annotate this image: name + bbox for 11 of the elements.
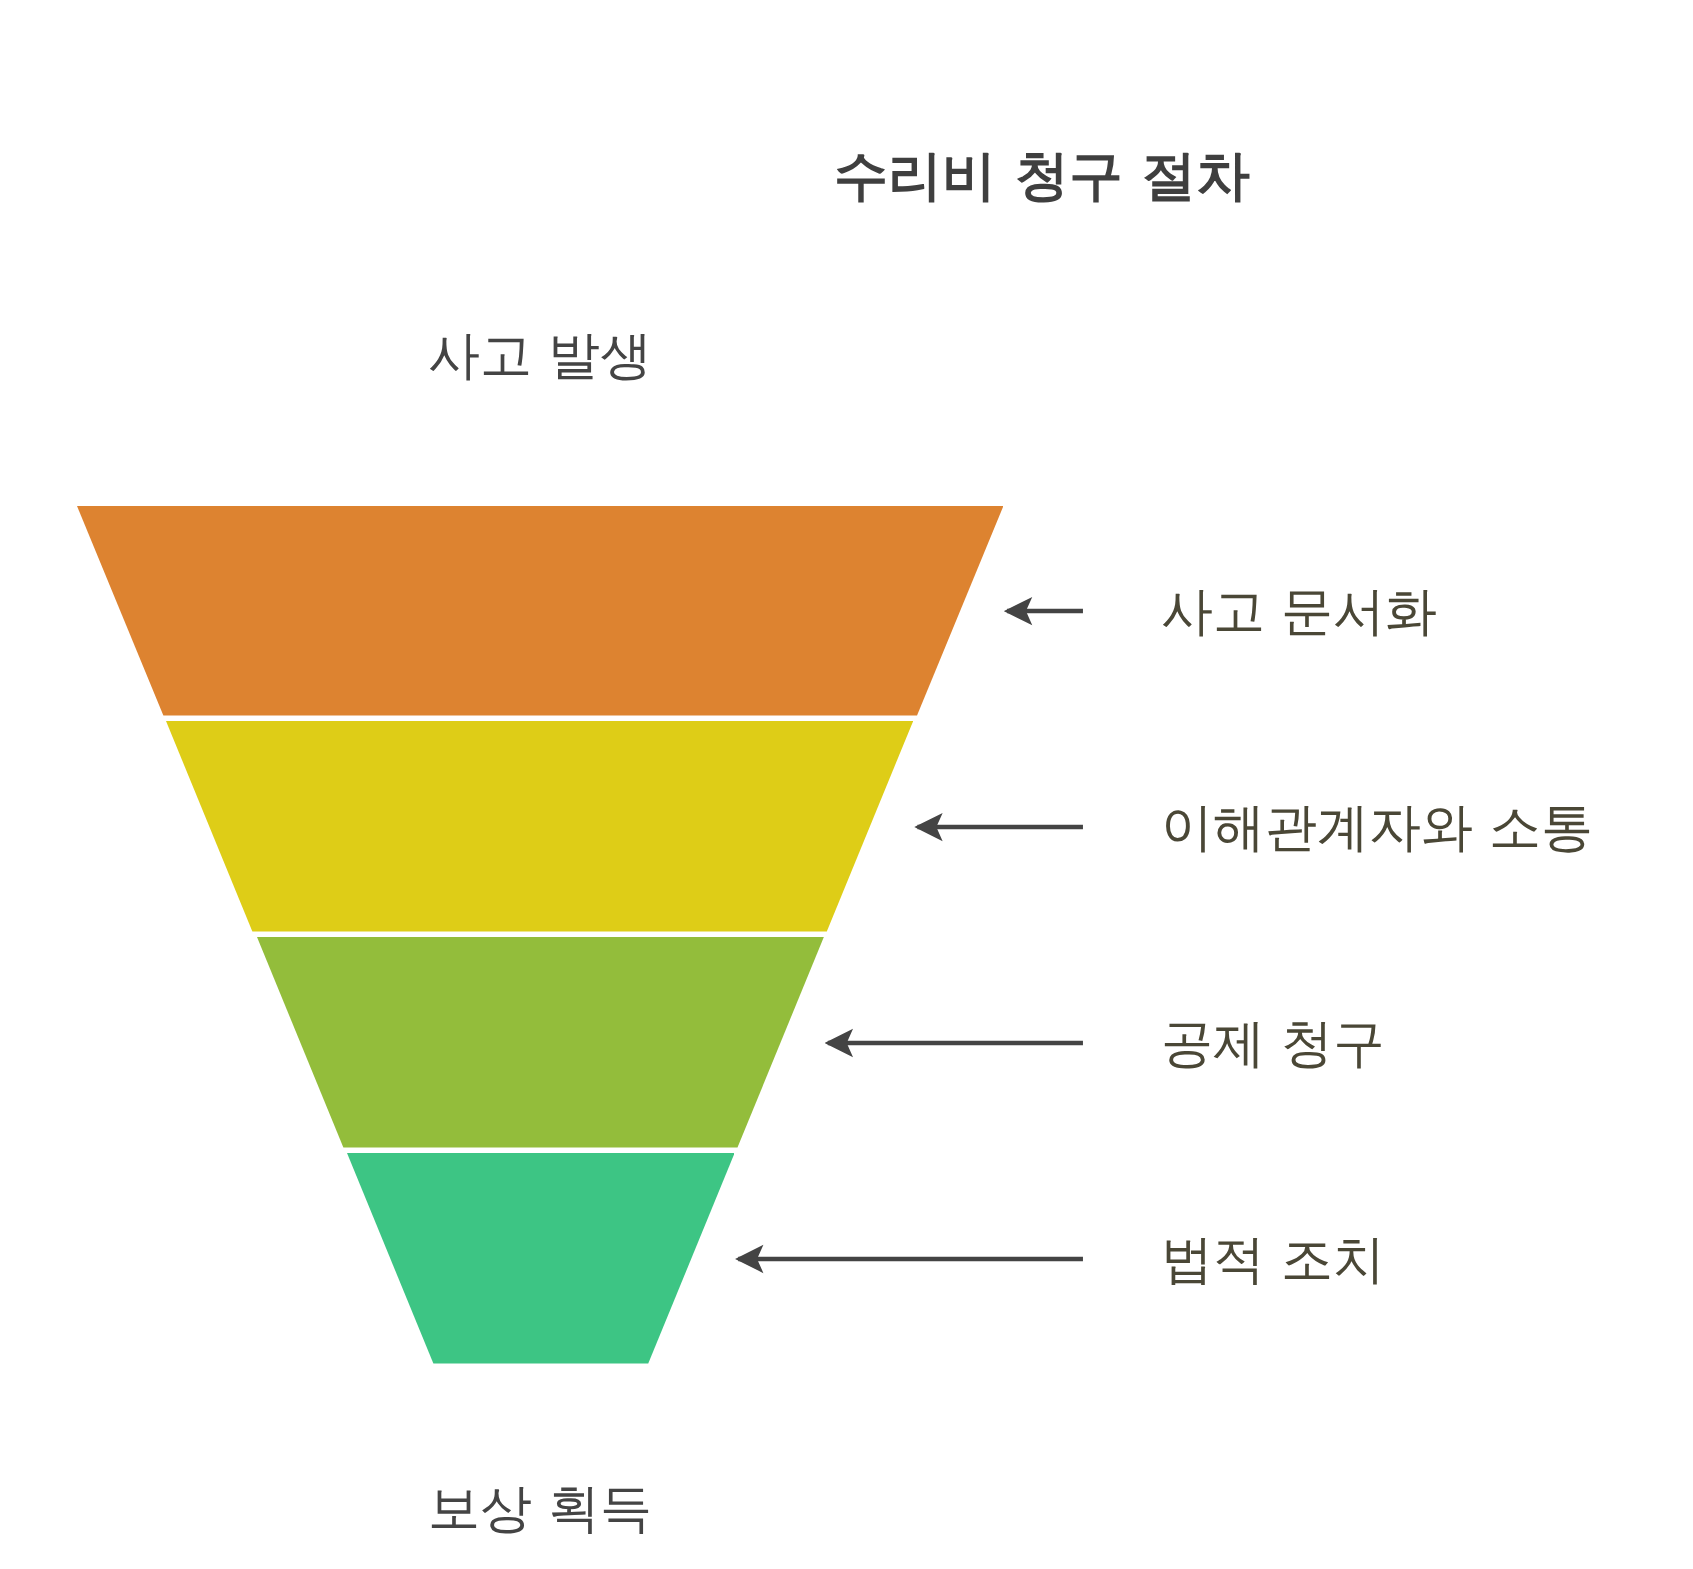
step-label: 법적 조치 [1082,1227,1386,1291]
step-label: 공제 청구 [1082,1012,1386,1075]
title: 수리비 청구 절차 [833,144,1251,209]
step-label: 이해관계자와 소통 [1082,796,1594,859]
step-label: 사고 문서화 [1082,580,1438,643]
arrow [735,1244,1083,1274]
arrow [824,1028,1083,1058]
arrow [1003,596,1083,626]
stage-label: 보상 획득 [426,1477,654,1540]
arrow [914,812,1083,842]
stage-label: 사고 발생 [426,324,654,387]
